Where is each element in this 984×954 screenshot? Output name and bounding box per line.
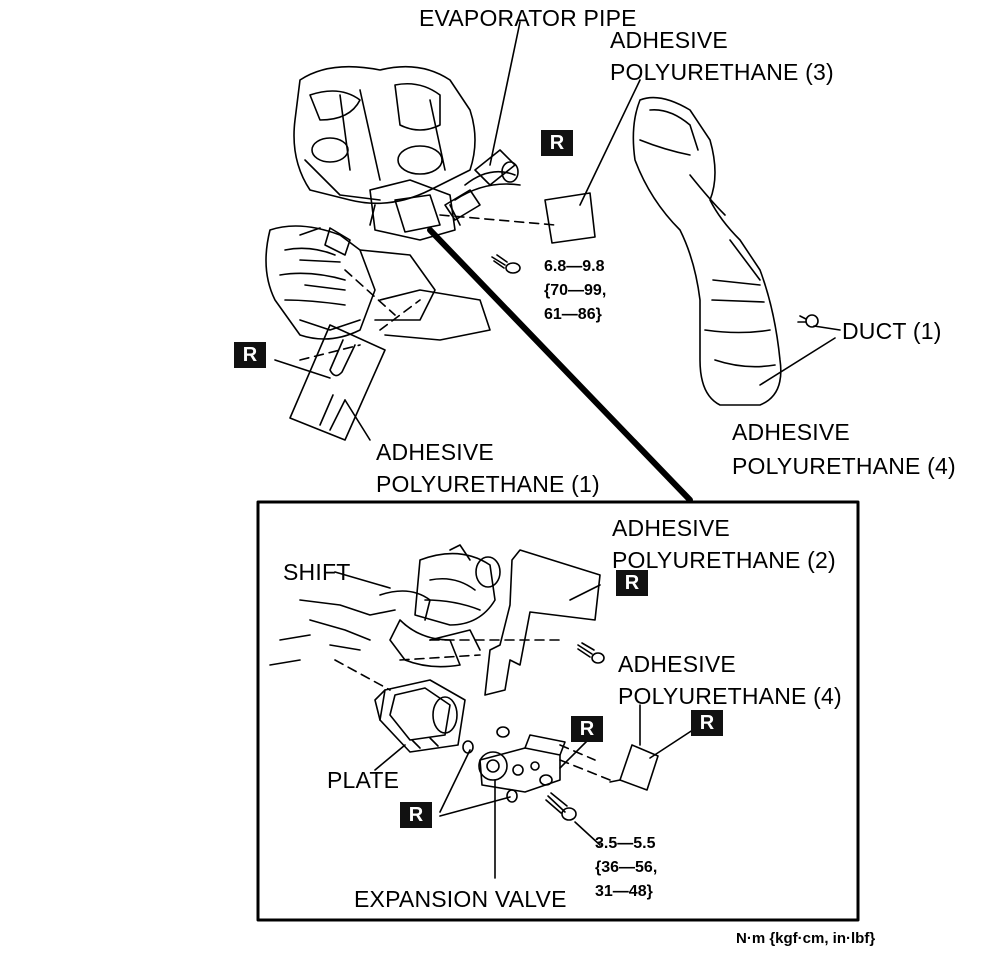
label-adhesive-4-inset-line1: ADHESIVE [618,651,736,677]
label-adhesive-2-line1: ADHESIVE [612,515,730,541]
torque-units: N·m {kgf·cm, in·lbf} [736,930,876,947]
upper-alignment-lines [299,214,556,361]
label-adhesive-2-line2: POLYURETHANE (2) [612,547,836,573]
adhesive-4-small-pad [619,744,659,791]
label-adhesive-4-line2: POLYURETHANE (4) [732,453,956,479]
torque-lower-line2: {36—56, [595,859,658,876]
inset-alignment-lines [334,639,611,781]
replace-badge-o-ring: R [571,716,603,742]
torque-upper-line3: 61—86} [544,306,602,323]
detail-callout-line [427,227,693,503]
inset-bolt [577,642,605,664]
expansion-valve-part [478,734,566,793]
lower-bolt [545,792,577,821]
adhesive-3-pad [544,192,596,244]
inset-pipe-drawing [269,544,501,668]
label-adhesive-1-line1: ADHESIVE [376,439,494,465]
label-adhesive-3-line2: POLYURETHANE (3) [610,59,834,85]
torque-upper-line1: 6.8—9.8 [544,258,605,275]
replace-badge-o-rings: R [400,802,432,828]
replace-badge-adhesive-3: R [541,130,573,156]
replace-badge-adhesive-1: R [234,342,266,368]
replace-badge-adhesive-2: R [616,570,648,596]
label-evaporator-pipe: EVAPORATOR PIPE [419,5,637,31]
label-shift: SHIFT [283,559,351,585]
label-plate: PLATE [327,767,400,793]
label-adhesive-1-line2: POLYURETHANE (1) [376,471,600,497]
plate-part [374,679,466,753]
label-expansion-valve: EXPANSION VALVE [354,886,567,912]
torque-lower-line3: 31—48} [595,883,653,900]
heater-unit-drawing [265,65,521,341]
label-adhesive-3-line1: ADHESIVE [610,27,728,53]
detail-inset-frame [256,500,860,922]
upper-leader-lines [274,21,841,441]
o-rings [462,726,553,803]
replace-badge-adhesive-4: R [691,710,723,736]
label-adhesive-4-line1: ADHESIVE [732,419,850,445]
duct-shape [632,96,782,406]
torque-lower-line1: 3.5—5.5 [595,835,656,852]
adhesive-1-pad [289,324,386,441]
upper-bolt [491,254,521,274]
label-duct: DUCT (1) [842,318,942,344]
label-adhesive-4-inset-line2: POLYURETHANE (4) [618,683,842,709]
adhesive-2-pad [484,549,601,696]
torque-upper-line2: {70—99, [544,282,607,299]
duct-screw [797,314,819,328]
